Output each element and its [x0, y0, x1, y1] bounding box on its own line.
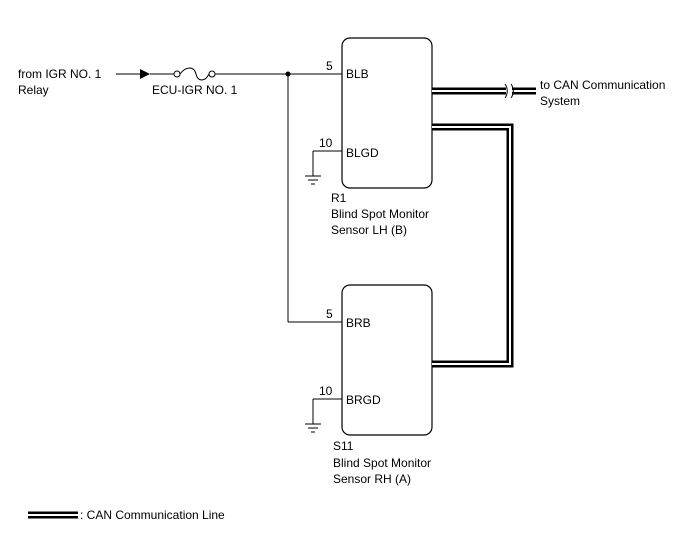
- rh-sensor-name-line2: Sensor RH (A): [333, 472, 411, 486]
- fuse-label: ECU-IGR NO. 1: [152, 83, 238, 97]
- lh-pin10-number: 10: [319, 136, 333, 150]
- rh-sensor-code: S11: [333, 439, 354, 453]
- rh-pin10-number: 10: [319, 384, 333, 398]
- lh-sensor-box: [341, 37, 433, 189]
- lh-pin5-name: BLB: [346, 67, 369, 81]
- fuse-icon: [173, 67, 216, 81]
- destination-label-line2: System: [540, 94, 580, 108]
- source-label-line2: Relay: [18, 83, 49, 97]
- source-arrow-icon: [140, 69, 150, 79]
- rh-pin5-number: 5: [326, 307, 333, 321]
- lh-pin5-number: 5: [326, 59, 333, 73]
- can-break-icon: [504, 83, 514, 99]
- rh-ground-icon: [305, 423, 321, 433]
- rh-sensor-name-line1: Blind Spot Monitor: [333, 456, 431, 470]
- source-label-line1: from IGR NO. 1: [18, 67, 102, 81]
- lh-sensor-name-line1: Blind Spot Monitor: [331, 207, 429, 221]
- rh-pin5-name: BRB: [346, 316, 371, 330]
- lh-sensor-code: R1: [331, 191, 347, 205]
- lh-pin10-name: BLGD: [346, 146, 379, 160]
- can-line-lh-to-rh: [432, 123, 514, 368]
- legend-label: : CAN Communication Line: [80, 508, 225, 522]
- lh-ground-icon: [305, 175, 321, 185]
- lh-sensor-name-line2: Sensor LH (B): [331, 223, 407, 237]
- rh-sensor-box: [341, 284, 433, 436]
- rh-pin10-name: BRGD: [346, 393, 381, 407]
- destination-label-line1: to CAN Communication: [540, 78, 665, 92]
